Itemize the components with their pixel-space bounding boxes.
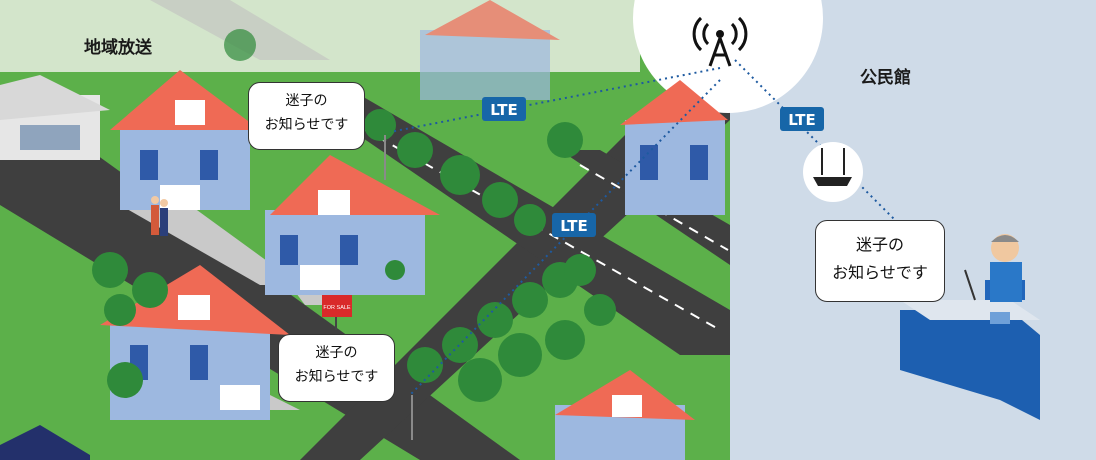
bubble-line-1: 迷子の — [285, 93, 328, 109]
svg-text:LTE: LTE — [788, 111, 816, 129]
community-hall-label: 公民館 — [860, 68, 911, 88]
announcement-bubble-hall: 迷子の お知らせです — [815, 220, 945, 302]
lte-badge-center: LTE — [552, 213, 596, 237]
router-icon — [803, 142, 863, 202]
svg-text:LTE: LTE — [560, 217, 588, 235]
bubble-line-2: お知らせです — [294, 369, 379, 385]
house-center — [265, 155, 440, 295]
bubble-line-1: 迷子の — [315, 345, 358, 361]
announcer-at-desk — [900, 234, 1040, 420]
house-corner-bottom — [0, 425, 90, 460]
announcement-bubble-bottom: 迷子の お知らせです — [278, 334, 395, 402]
house-top-faded — [420, 0, 560, 100]
svg-text:LTE: LTE — [490, 101, 518, 119]
broadcast-area-label: 地域放送 — [84, 38, 152, 58]
house-bottom-right — [555, 370, 695, 460]
lte-badge-top: LTE — [482, 97, 526, 121]
house-right — [620, 80, 728, 215]
speaker-poles — [384, 135, 413, 440]
for-sale-sign: FOR SALE — [322, 295, 352, 330]
for-sale-text: FOR SALE — [323, 305, 351, 311]
trees — [92, 29, 616, 402]
shop-building — [0, 75, 110, 160]
bubble-line-2: お知らせです — [264, 117, 349, 133]
couple-figures — [151, 196, 168, 236]
bubble-line-2: お知らせです — [832, 263, 928, 282]
bubble-line-1: 迷子の — [855, 235, 904, 254]
lte-badge-hall: LTE — [780, 107, 824, 131]
antenna-icon — [692, 16, 748, 67]
lte-links — [389, 59, 896, 396]
announcement-bubble-top: 迷子の お知らせです — [248, 82, 365, 150]
